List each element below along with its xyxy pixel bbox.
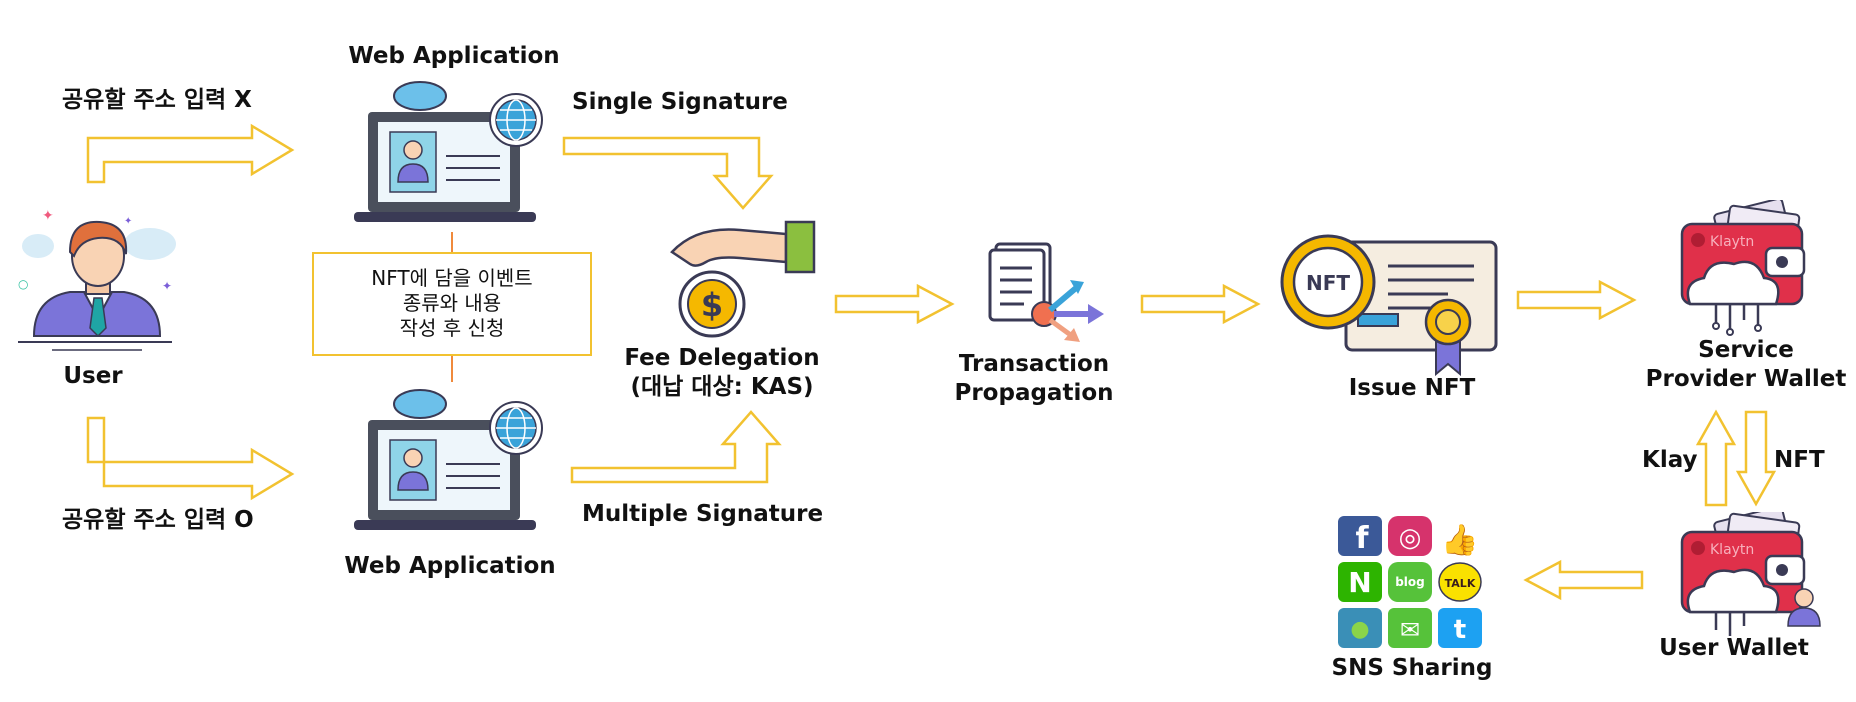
nft-badge-text: NFT [1306,271,1350,295]
instagram-icon [1388,516,1432,556]
twitter-icon [1438,608,1482,648]
multiple-signature-label: Multiple Signature [582,501,824,527]
nft-certificate-icon: NFT [1280,234,1498,377]
laptop-profile-icon [354,389,543,530]
svg-text:✦: ✦ [162,279,172,293]
svg-text:◎: ◎ [1399,523,1422,553]
single-signature-label: Single Signature [572,89,788,115]
arrow-multi-sig-to-fee [570,410,782,484]
arrow-wallet-to-sns [1523,559,1644,601]
dollar-glyph: $ [701,286,723,324]
arrow-single-sig-to-fee [562,136,774,210]
provider-wallet-icon: Klaytn [1680,200,1806,336]
svg-text:○: ○ [18,277,28,291]
map-pin-icon [1338,608,1382,648]
transaction-line-1: Transaction [958,351,1110,377]
fee-delegation-line-2: (대납 대상: KAS) [630,373,814,400]
nft-event-line-3: 작성 후 신청 [399,316,505,340]
web-app-top-label: Web Application [348,43,560,69]
arrow-nft-down [1735,410,1777,507]
klay-label: Klay [1642,447,1698,473]
svg-text:✦: ✦ [42,208,54,224]
arrow-tx-to-nft [1140,283,1261,325]
svg-text:blog: blog [1395,575,1425,589]
nft-event-line-2: 종류와 내용 [402,291,502,315]
transaction-propagation-label: Transaction Propagation [954,350,1113,408]
transaction-document-icon [988,242,1104,342]
kakao-talk-icon [1438,562,1482,602]
svg-text:N: N [1348,566,1371,599]
share-address-o-label: 공유할 주소 입력 O [62,507,254,533]
fee-delegation-icon: $ [670,220,816,338]
transaction-line-2: Propagation [954,379,1114,406]
nft-event-line-1: NFT에 담을 이벤트 [371,266,533,290]
provider-wallet-line-1: Service [1698,337,1794,363]
arrow-nft-to-provider [1516,279,1637,321]
arrow-fee-to-tx [834,283,955,325]
web-app-bottom-label: Web Application [344,553,556,579]
fee-delegation-label: Fee Delegation (대납 대상: KAS) [624,344,819,402]
svg-text:✉: ✉ [1400,616,1420,644]
nft-event-box: NFT에 담을 이벤트 종류와 내용 작성 후 신청 [312,252,592,356]
klaytn-brand: Klaytn [1710,234,1754,250]
svg-text:f: f [1355,521,1369,556]
svg-text:✦: ✦ [124,216,132,227]
fee-delegation-line-1: Fee Delegation [624,345,820,371]
provider-wallet-line-2: Provider Wallet [1645,365,1847,392]
svg-text:●: ● [1350,617,1369,642]
laptop-profile-icon [354,81,543,222]
user-wallet-label: User Wallet [1659,635,1809,661]
svg-text:TALK: TALK [1445,577,1476,590]
user-wallet-icon: Klaytn [1680,512,1821,636]
naver-icon [1338,562,1382,602]
issue-nft-label: Issue NFT [1348,375,1476,401]
share-address-x-label: 공유할 주소 입력 X [62,87,252,113]
arrow-user-to-webapp-top [86,123,295,184]
facebook-icon [1338,516,1382,556]
like-icon: 👍 [1441,522,1478,558]
sns-sharing-label: SNS Sharing [1331,655,1493,681]
klaytn-brand: Klaytn [1710,542,1754,558]
nft-transfer-label: NFT [1774,447,1825,473]
user-icon: ✦ ✦ ○ ✦ [18,208,176,351]
svg-text:t: t [1454,615,1466,645]
sns-icons-grid: f ◎ 👍 N blog TALK ● ✉ t [1338,516,1482,648]
service-provider-wallet-label: Service Provider Wallet [1646,336,1847,394]
blog-icon [1388,562,1432,602]
mail-icon [1388,608,1432,648]
user-label: User [63,363,123,389]
arrow-klay-up [1695,409,1737,507]
arrow-user-to-webapp-bottom [86,416,295,501]
